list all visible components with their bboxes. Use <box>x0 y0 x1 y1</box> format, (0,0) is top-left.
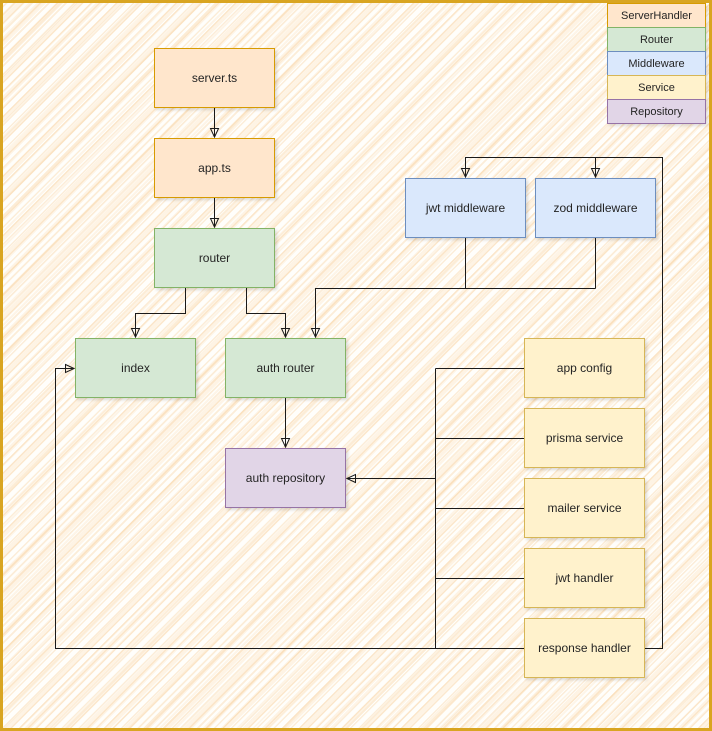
edge-response-handler-to-jwt-middleware <box>466 157 663 649</box>
node-jwt-handler: jwt handler <box>524 548 645 608</box>
edge-response-handler-to-index <box>55 369 524 649</box>
node-server-ts: server.ts <box>154 48 275 108</box>
edge-router-to-auth-router <box>246 288 286 337</box>
legend-item-serverhandler: ServerHandler <box>607 3 706 28</box>
node-app-config: app config <box>524 338 645 398</box>
node-prisma-service: prisma service <box>524 408 645 468</box>
node-index: index <box>75 338 196 398</box>
edge-router-to-index <box>136 288 186 337</box>
edge-middlewares-to-auth-router <box>316 288 596 337</box>
legend-item-repository: Repository <box>607 99 706 124</box>
legend-item-router: Router <box>607 27 706 52</box>
node-response-handler: response handler <box>524 618 645 678</box>
node-zod-middleware: zod middleware <box>535 178 656 238</box>
legend: ServerHandler Router Middleware Service … <box>607 3 706 124</box>
node-jwt-middleware: jwt middleware <box>405 178 526 238</box>
node-auth-router: auth router <box>225 338 346 398</box>
node-mailer-service: mailer service <box>524 478 645 538</box>
legend-item-middleware: Middleware <box>607 51 706 76</box>
legend-item-service: Service <box>607 75 706 100</box>
node-router: router <box>154 228 275 288</box>
node-app-ts: app.ts <box>154 138 275 198</box>
node-auth-repository: auth repository <box>225 448 346 508</box>
